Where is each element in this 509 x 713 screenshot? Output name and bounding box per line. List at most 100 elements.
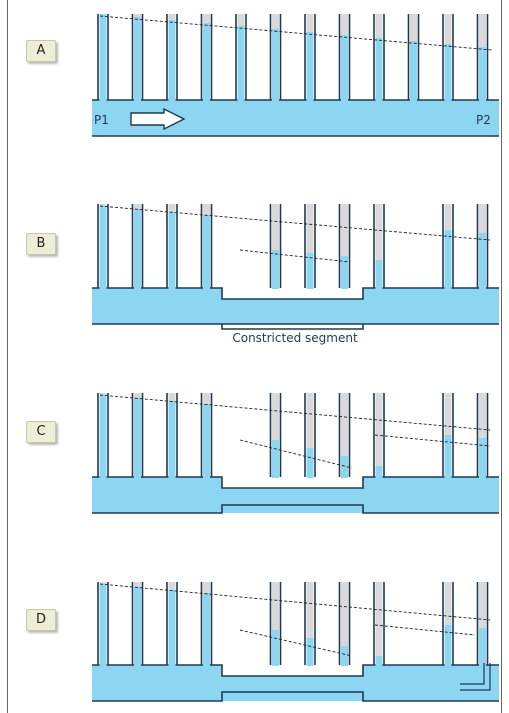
standpipe: [200, 582, 213, 666]
standpipe-fluid: [134, 587, 141, 666]
standpipe-wall: [200, 582, 213, 665]
panel-c: [92, 393, 499, 514]
standpipe-fluid: [444, 44, 452, 101]
standpipe-wall: [373, 582, 385, 665]
standpipe-wall: [200, 204, 213, 288]
standpipe-empty: [168, 582, 176, 590]
standpipe: [304, 14, 316, 101]
pipe-fluid: [92, 665, 499, 701]
standpipe-fluid: [203, 23, 210, 101]
standpipe-empty: [375, 582, 383, 656]
standpipe: [269, 204, 282, 289]
pipe-fluid: [92, 477, 499, 513]
standpipe-wall: [476, 204, 489, 288]
standpipe-empty: [410, 14, 417, 41]
standpipe-fluid: [168, 20, 176, 101]
standpipe-empty: [134, 204, 141, 209]
panel-a: P1 P2: [92, 14, 499, 137]
standpipe-wall: [200, 14, 213, 100]
standpipe-wall: [97, 14, 109, 100]
pipe-wall: [92, 99, 499, 137]
standpipe: [304, 393, 316, 478]
standpipe-wall: [338, 393, 351, 477]
standpipe-fluid: [306, 32, 314, 101]
standpipe-empty: [134, 14, 141, 17]
standpipe-fluid: [99, 395, 107, 478]
standpipe-fluid: [306, 253, 314, 289]
standpipe-fluid: [375, 466, 383, 478]
standpipe-fluid: [375, 656, 383, 666]
standpipe-empty: [444, 582, 452, 625]
standpipe-empty: [341, 393, 348, 456]
standpipe-wall: [373, 393, 385, 477]
standpipe-wall: [476, 582, 489, 665]
standpipe-empty: [203, 393, 210, 404]
standpipes: [97, 14, 489, 101]
standpipe-wall: [442, 582, 454, 665]
standpipe-wall: [338, 582, 351, 665]
standpipe-wall: [269, 204, 282, 288]
standpipe: [373, 582, 385, 666]
standpipe-fluid: [168, 212, 176, 289]
standpipe: [166, 204, 178, 289]
standpipe-fluid: [168, 590, 176, 666]
standpipe-wall: [442, 204, 454, 288]
standpipe-fluid: [99, 206, 107, 289]
standpipe-fluid: [410, 41, 417, 101]
standpipe-wall: [131, 393, 144, 477]
standpipe-empty: [479, 14, 486, 47]
standpipe-empty: [134, 582, 141, 587]
standpipe-wall: [131, 14, 144, 100]
standpipe: [269, 14, 282, 101]
standpipe-empty: [375, 393, 383, 466]
standpipe: [97, 582, 109, 666]
standpipe: [131, 204, 144, 289]
standpipes: [97, 582, 489, 666]
standpipe-wall: [442, 393, 454, 477]
standpipe: [442, 582, 454, 666]
pipe-fluid: [92, 288, 499, 324]
standpipe-empty: [237, 14, 245, 26]
standpipe: [338, 393, 351, 478]
standpipe: [166, 582, 178, 666]
panel-d-label: D: [26, 609, 56, 631]
standpipes: [97, 393, 489, 478]
standpipe-wall: [304, 204, 316, 288]
standpipe-fluid: [444, 435, 452, 478]
standpipe-wall: [97, 204, 109, 288]
standpipe-empty: [168, 393, 176, 401]
pipe-wall: [92, 287, 499, 325]
pipe-wall: [92, 664, 499, 702]
pipe-wall: [92, 476, 499, 514]
standpipe-wall: [166, 204, 178, 288]
standpipe-wall: [97, 582, 109, 665]
standpipe-empty: [203, 14, 210, 23]
standpipe: [200, 393, 213, 478]
standpipe-fluid: [341, 256, 348, 289]
standpipe-fluid: [444, 230, 452, 289]
standpipe: [373, 204, 385, 289]
panel-d: [92, 582, 499, 702]
standpipe-fluid: [375, 38, 383, 101]
standpipe-fluid: [134, 398, 141, 478]
standpipe-fluid: [341, 456, 348, 478]
standpipe-fluid: [444, 625, 452, 666]
standpipe-empty: [168, 204, 176, 212]
constriction-bracket: [221, 324, 364, 330]
standpipe-wall: [373, 14, 385, 100]
hydraulic-grade-line: [99, 15, 493, 51]
standpipe-fluid: [203, 593, 210, 666]
standpipe-wall: [338, 14, 351, 100]
standpipe-empty: [99, 204, 107, 206]
standpipe-fluid: [306, 448, 314, 478]
standpipe-empty: [444, 393, 452, 435]
standpipe: [338, 14, 351, 101]
hydraulic-grade-line: [99, 394, 491, 431]
standpipe: [97, 204, 109, 289]
standpipe-wall: [304, 14, 316, 100]
standpipe: [373, 14, 385, 101]
standpipe-empty: [203, 204, 210, 215]
standpipe-wall: [269, 393, 282, 477]
standpipe-empty: [203, 582, 210, 593]
